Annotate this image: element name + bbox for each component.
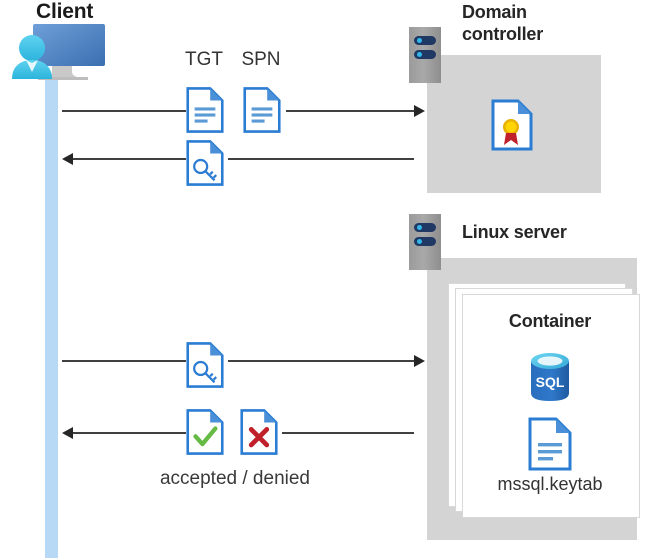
denied-cross-document-icon: [240, 406, 278, 458]
spn-document-icon: [243, 85, 281, 135]
container-title: Container: [508, 311, 592, 331]
message-2-arrowhead: [62, 153, 73, 165]
sql-icon-label: SQL: [536, 374, 565, 390]
message-4-line-right: [282, 432, 414, 434]
message-2-line-right: [228, 158, 414, 160]
domain-controller-title-line1: Domain: [462, 2, 527, 22]
message-3-line-right: [228, 360, 414, 362]
domain-controller-server-icon: [409, 27, 441, 83]
message-2-line-left: [73, 158, 186, 160]
client-label: Client: [36, 0, 94, 23]
tgt-label: TGT: [185, 49, 223, 70]
message-1-line-right: [286, 110, 414, 112]
linux-server-title: Linux server: [462, 222, 567, 242]
tgt-document-icon: [186, 85, 224, 135]
message-3-arrowhead: [414, 355, 425, 367]
spn-label: SPN: [241, 49, 281, 70]
message-1-arrowhead: [414, 105, 425, 117]
accepted-check-document-icon: [186, 406, 224, 458]
keytab-document-icon: [528, 417, 572, 471]
sql-database-icon: SQL: [525, 349, 575, 405]
service-ticket-key-document-icon-2: [186, 340, 224, 390]
message-1-line-left: [62, 110, 186, 112]
domain-controller-title: Domain controller: [462, 2, 642, 46]
service-ticket-key-document-icon-1: [186, 138, 224, 188]
keytab-file-label: mssql.keytab: [497, 474, 603, 494]
message-4-line-left: [73, 432, 186, 434]
linux-server-server-icon: [409, 214, 441, 270]
container-card-front: [462, 294, 640, 518]
domain-controller-title-line2: controller: [462, 23, 544, 44]
message-3-line-left: [62, 360, 186, 362]
accepted-denied-caption: accepted / denied: [159, 468, 310, 489]
message-4-arrowhead: [62, 427, 73, 439]
client-lifeline: [45, 74, 58, 558]
certificate-document-icon: [491, 99, 533, 151]
user-monitor-icon: [8, 22, 116, 82]
